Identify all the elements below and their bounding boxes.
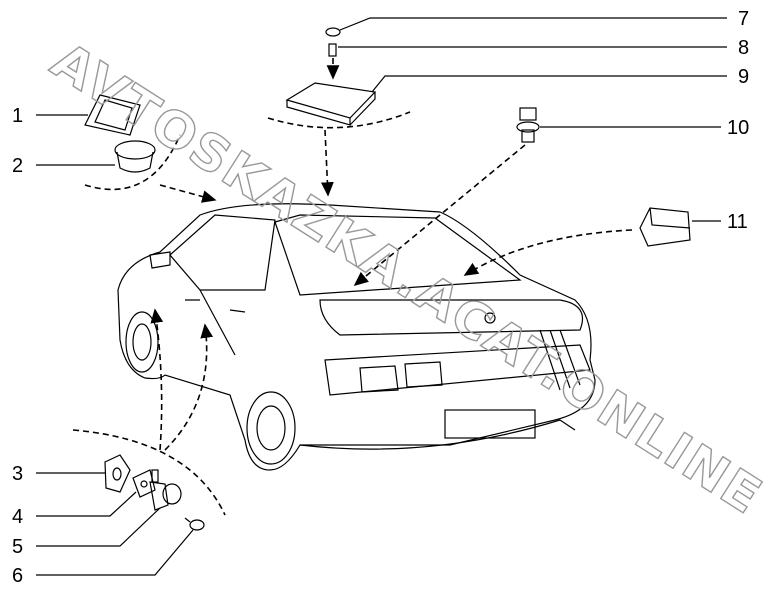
leader-lines — [36, 17, 727, 576]
part-5-door-switch — [149, 469, 182, 511]
callout-6: 6 — [12, 565, 23, 587]
callout-11: 11 — [727, 211, 748, 233]
callout-3: 3 — [12, 463, 23, 485]
part-11-trunk-lamp — [639, 207, 691, 247]
watermark: AVTOSKAZKA.ACAT.ONLINE — [42, 31, 769, 526]
callout-9: 9 — [738, 66, 749, 88]
callout-8: 8 — [738, 37, 749, 59]
part-3-bracket — [104, 454, 131, 493]
part-10-bulb-holder — [516, 107, 540, 143]
part-6-screw — [184, 517, 205, 531]
part-2-lamp-socket — [114, 140, 156, 173]
callout-5: 5 — [12, 536, 23, 558]
part-1-lamp-housing — [84, 94, 141, 136]
callout-7: 7 — [738, 8, 749, 30]
callout-2: 2 — [12, 155, 23, 177]
callout-4: 4 — [12, 506, 23, 528]
dashed-guides — [72, 58, 633, 516]
part-9-dome-lamp — [285, 82, 377, 126]
callout-1: 1 — [12, 105, 23, 127]
part-7-washer — [325, 27, 341, 37]
part-8-screw — [328, 43, 337, 57]
callout-10: 10 — [727, 117, 749, 139]
part-4-gasket — [132, 469, 156, 498]
